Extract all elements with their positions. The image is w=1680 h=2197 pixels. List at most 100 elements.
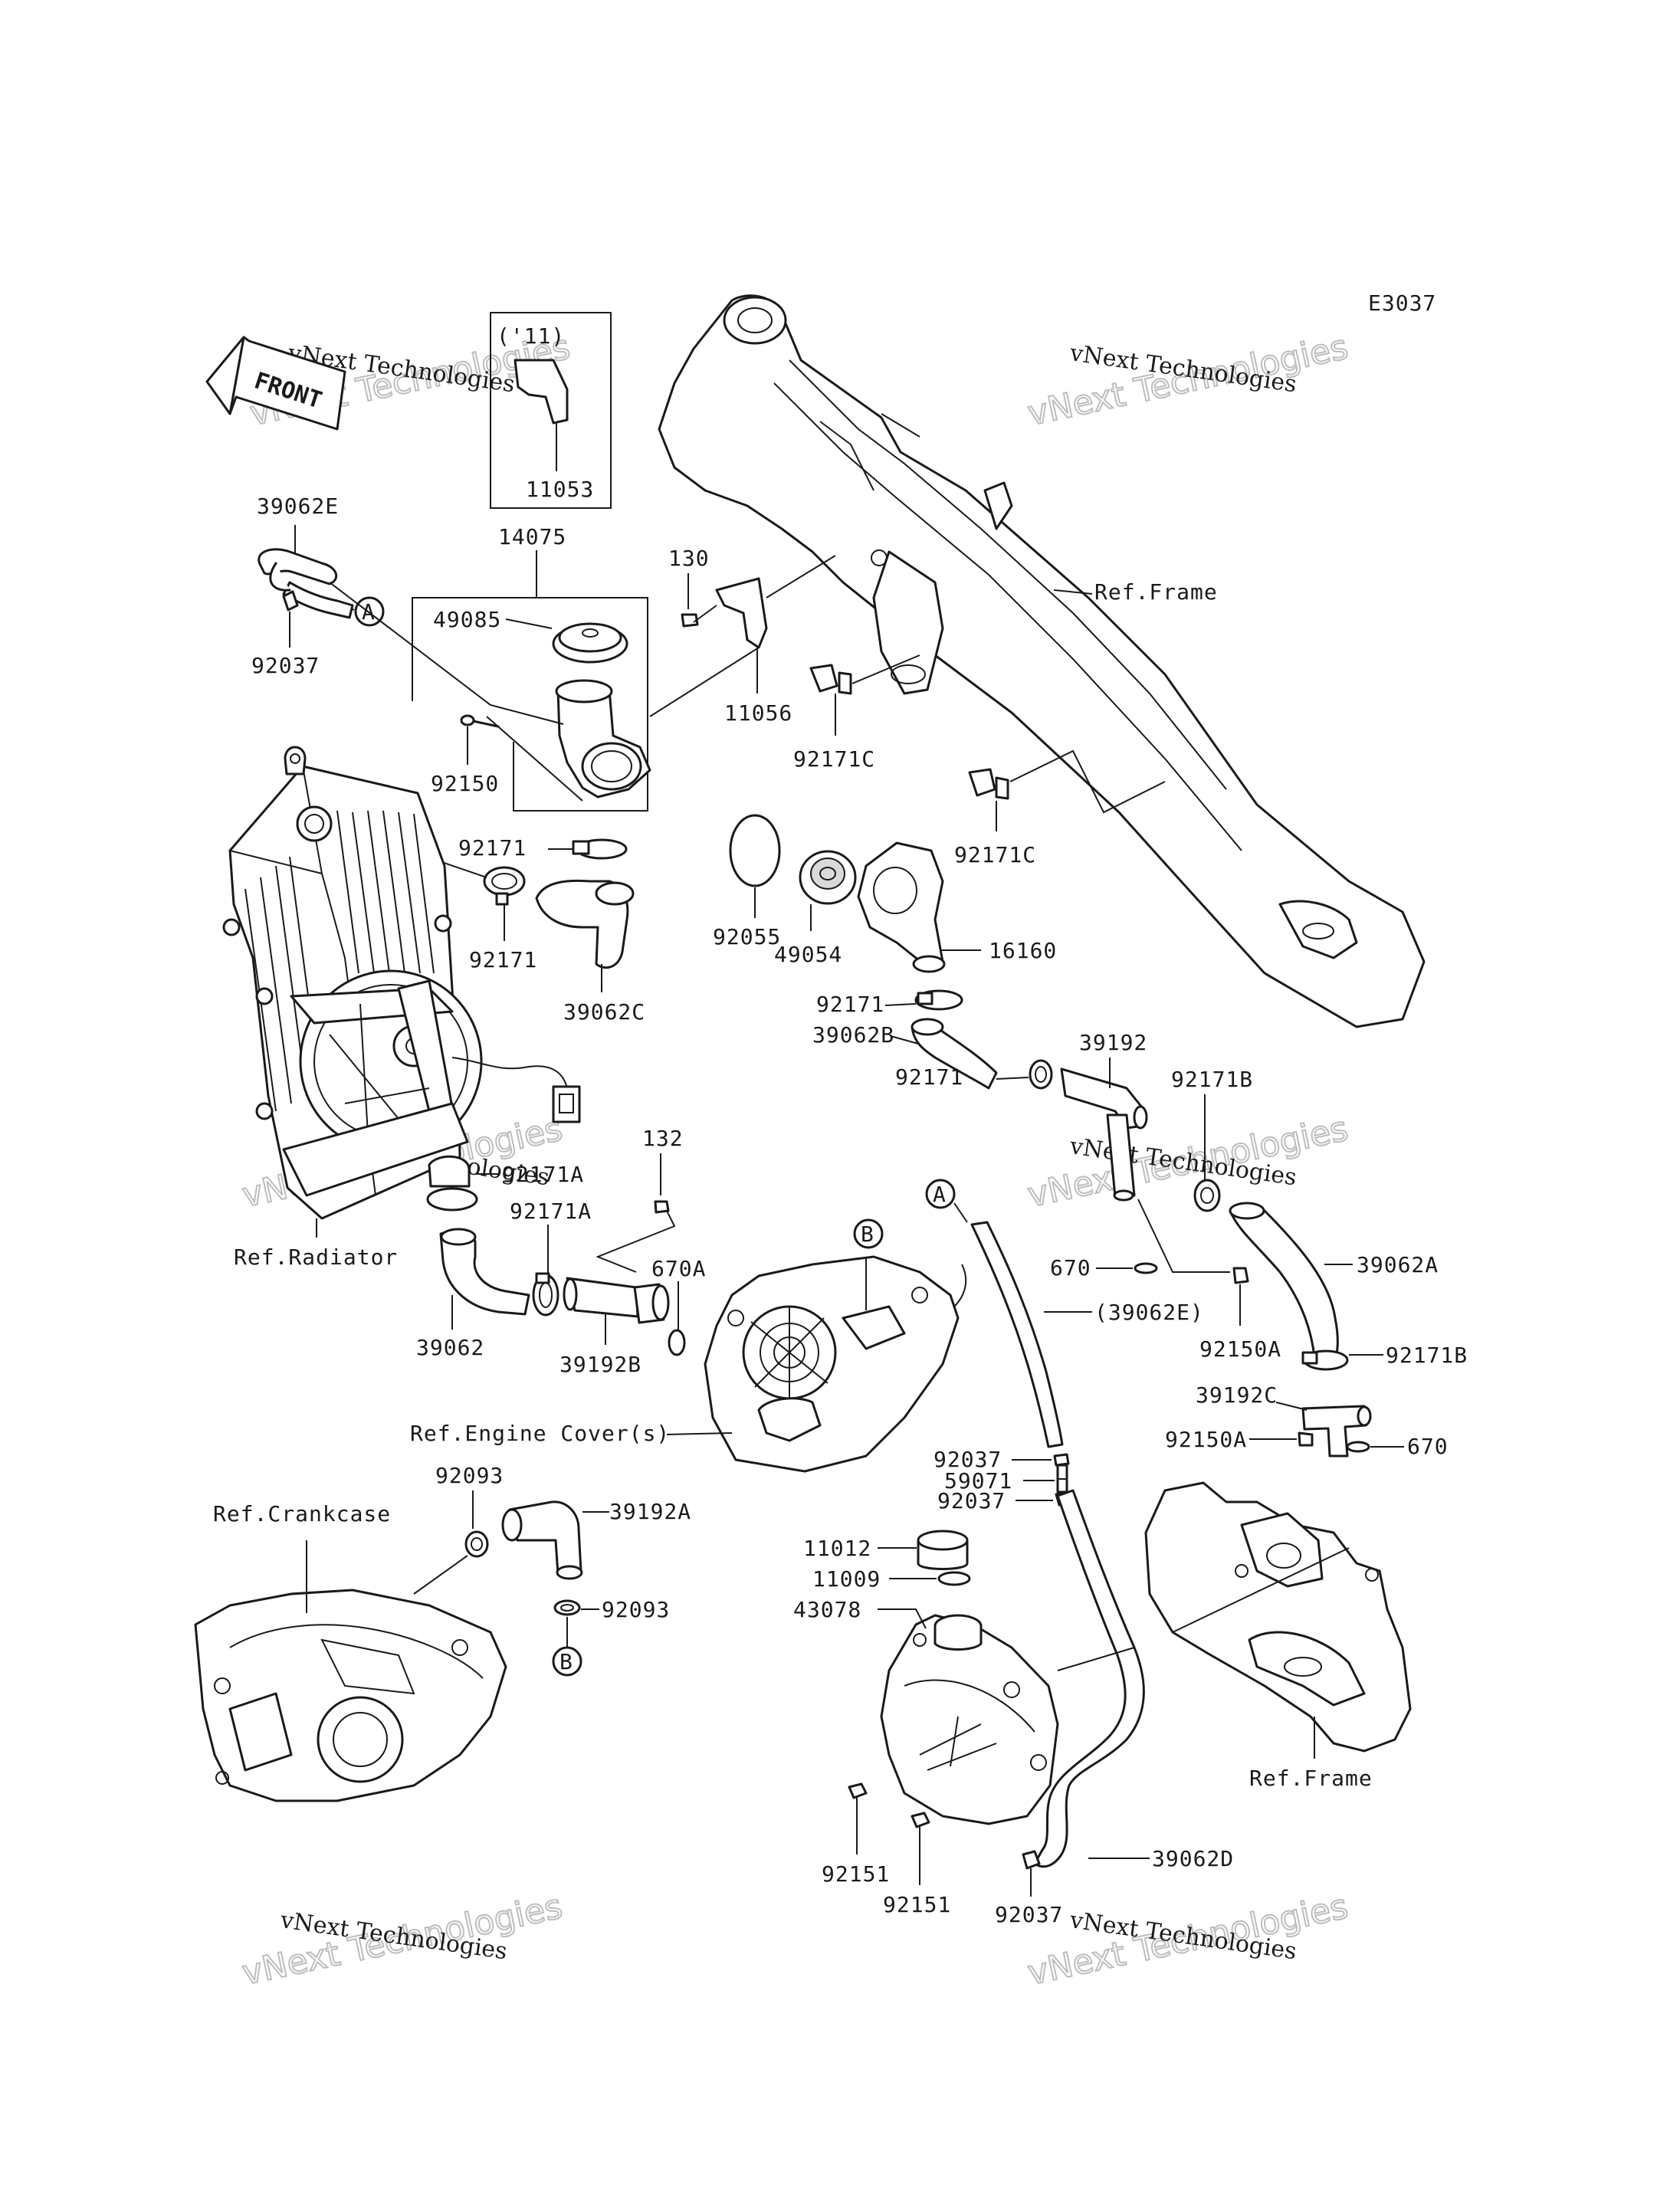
part-label-92171A-2: 92171A (510, 1199, 592, 1224)
clamp-92171B-low (1301, 1349, 1349, 1371)
pipe-39192B (563, 1277, 670, 1324)
clamp-92171A-lower (532, 1272, 559, 1317)
radiator (222, 746, 581, 1220)
tee-39192C (1301, 1405, 1372, 1458)
variant-note: ('11) (497, 323, 565, 349)
bolt-92150A-upper (1232, 1267, 1249, 1284)
ref-circle-a: A (354, 596, 385, 627)
clamp-92037-top (282, 590, 299, 612)
cap-11012 (917, 1530, 969, 1570)
frame-upper (658, 294, 1426, 1028)
ref-frame-lower: Ref.Frame (1249, 1766, 1373, 1791)
clamp-92171B-top (1193, 1179, 1221, 1212)
part-label-39192A: 39192A (609, 1499, 691, 1524)
housing-16160 (857, 841, 946, 973)
part-label-92093-top: 92093 (435, 1463, 504, 1488)
clamp-92037-c (1022, 1850, 1041, 1870)
ref-frame-upper: Ref.Frame (1094, 579, 1218, 605)
watermark: vNext Technologies vNext Technologies (1024, 1886, 1352, 1993)
part-label-11012: 11012 (803, 1536, 871, 1561)
reservoir-43078 (880, 1614, 1059, 1825)
clamp-92171-mid (914, 989, 963, 1011)
bolt-92150A-lower (1298, 1431, 1314, 1447)
oring-670-b (1346, 1441, 1370, 1453)
part-label-39062C: 39062C (563, 999, 645, 1025)
part-label-92037-b: 92037 (937, 1488, 1006, 1513)
part-label-92171-low: 92171 (895, 1064, 963, 1090)
part-label-39062B: 39062B (812, 1022, 894, 1048)
oring-670 (1134, 1262, 1158, 1274)
ref-circle-b-top: B (853, 1218, 884, 1249)
svg-text:A: A (933, 1182, 947, 1207)
clamp-92171-a (572, 838, 628, 860)
part-label-92150A-1: 92150A (1199, 1336, 1281, 1362)
bolt-92151-a (848, 1782, 868, 1799)
front-arrow-icon: FRONT (205, 336, 346, 431)
part-label-16160: 16160 (989, 938, 1057, 963)
part-label-92171B-low: 92171B (1386, 1343, 1468, 1368)
part-label-92055: 92055 (713, 924, 781, 949)
part-label-92171-left: 92171 (469, 947, 537, 972)
part-label-11053: 11053 (526, 477, 594, 502)
part-label-92037-top: 92037 (251, 653, 320, 678)
part-label-39192B: 39192B (559, 1352, 641, 1377)
part-label-92093-low: 92093 (602, 1597, 670, 1622)
clamp-92171C-lower (968, 768, 1009, 800)
hose-39062B (911, 1018, 998, 1090)
seal-92093-top (464, 1530, 489, 1558)
diagram-code: E3037 (1368, 290, 1436, 316)
part-label-92037-c: 92037 (995, 1902, 1063, 1927)
clamp-92171-left (483, 866, 526, 906)
bolt-130 (681, 613, 699, 628)
tee-39192 (1060, 1067, 1148, 1202)
part-label-92171C-2: 92171C (954, 842, 1036, 867)
part-label-670: 670 (1050, 1255, 1091, 1280)
hose-39062D (1033, 1489, 1145, 1868)
hose-39062 (439, 1228, 530, 1316)
part-label-92171B-top: 92171B (1171, 1067, 1253, 1092)
oring-92055 (729, 814, 781, 887)
gasket-11009 (937, 1571, 971, 1586)
ref-crankcase: Ref.Crankcase (213, 1501, 391, 1526)
hose-39062E-overflow (970, 1221, 1064, 1448)
watermark: vNext Technologies vNext Technologies (1024, 326, 1352, 434)
part-label-92171A-1: 92171A (502, 1162, 584, 1187)
frame-lower (1144, 1481, 1412, 1753)
part-label-130: 130 (668, 546, 710, 571)
clamp-92171A-upper (426, 1187, 478, 1212)
part-label-11009: 11009 (812, 1566, 881, 1592)
part-label-92150A-2: 92150A (1165, 1427, 1247, 1452)
watermark: vNext Technologies vNext Technologies (1024, 1108, 1352, 1215)
part-label-92171-mid: 92171 (816, 992, 884, 1017)
bolt-132 (654, 1200, 670, 1214)
part-label-43078: 43078 (793, 1597, 861, 1622)
ref-circle-a-mid: A (925, 1179, 956, 1209)
engine-cover (704, 1255, 967, 1473)
ref-engine-cover: Ref.Engine Cover(s) (410, 1421, 670, 1446)
cap-49085 (552, 622, 628, 664)
joint-59071 (1056, 1464, 1068, 1494)
part-label-670-b: 670 (1407, 1434, 1449, 1459)
part-label-92151-a: 92151 (822, 1861, 890, 1887)
clamp-92171-low (1029, 1059, 1053, 1090)
bracket-11053 (514, 359, 569, 425)
variant-box: ('11) 11053 (490, 312, 612, 509)
seal-92093-low (553, 1599, 581, 1616)
part-label-14075: 14075 (498, 524, 566, 549)
ref-circle-b-low: B (552, 1646, 582, 1677)
bracket-11056 (715, 577, 768, 649)
hose-39062E (258, 548, 354, 619)
part-label-92171C-1: 92171C (793, 746, 875, 772)
bolt-92151-b (911, 1812, 930, 1828)
part-label-39192C: 39192C (1196, 1382, 1278, 1408)
part-label-11056: 11056 (724, 700, 792, 726)
part-label-59071: 59071 (944, 1468, 1012, 1494)
filler-neck-14075 (555, 679, 651, 798)
part-label-92171-a: 92171 (458, 835, 527, 861)
part-label-132: 132 (642, 1126, 684, 1151)
clamp-92171C-upper (809, 664, 852, 695)
ref-radiator: Ref.Radiator (234, 1244, 398, 1270)
svg-text:B: B (559, 1649, 573, 1674)
watermark: vNext Technologies vNext Technologies (238, 1886, 566, 1993)
